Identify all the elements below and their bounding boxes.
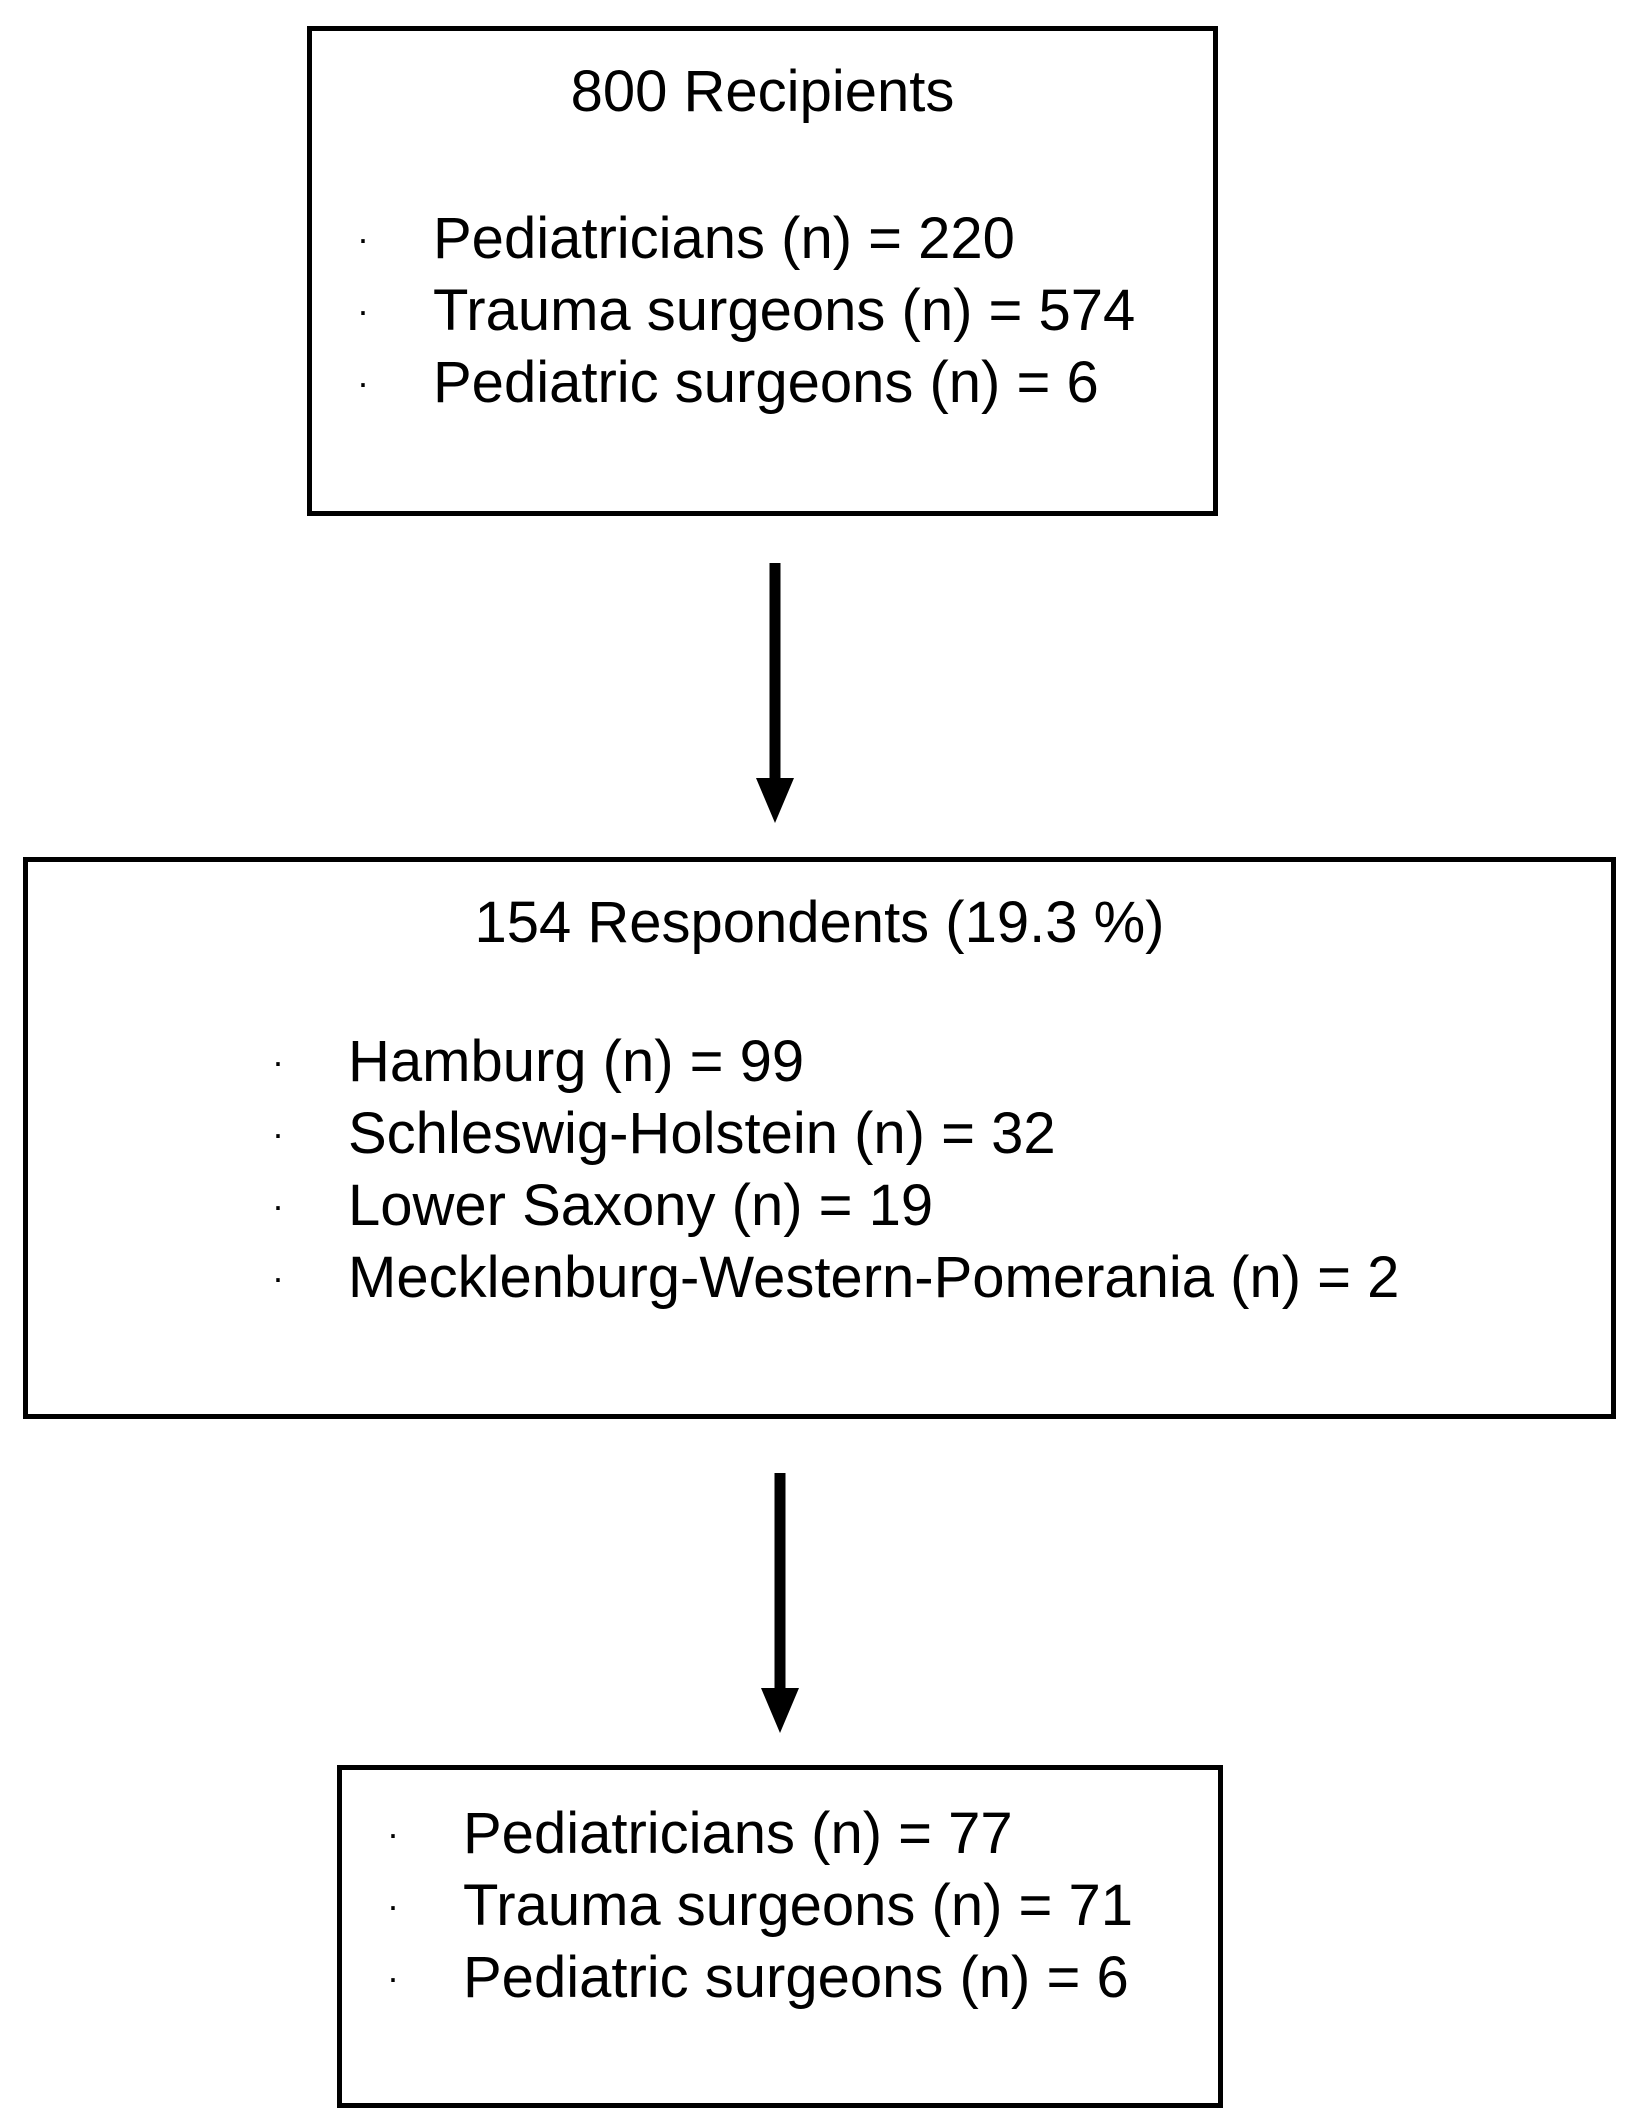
down-arrow-icon [761,1473,799,1733]
respondents-title: 154 Respondents (19.3 %) [474,890,1165,955]
list-item-text: Pediatric surgeons (n) = 6 [433,350,1099,415]
bullet-icon: · [387,1885,399,1926]
list-item-text: Pediatricians (n) = 77 [463,1801,1013,1866]
bullet-icon: · [387,1957,399,1998]
bullet-icon: · [272,1185,284,1226]
bullet-icon: · [272,1257,284,1298]
bullet-icon: · [272,1041,284,1082]
list-item-text: Trauma surgeons (n) = 574 [433,278,1136,343]
down-arrow-icon [756,563,794,823]
list-item-text: Mecklenburg-Western-Pomerania (n) = 2 [348,1245,1400,1310]
bullet-icon: · [387,1813,399,1854]
respondents-box: 154 Respondents (19.3 %) · Hamburg (n) =… [23,857,1616,1419]
list-item-text: Trauma surgeons (n) = 71 [463,1873,1134,1938]
list-item-text: Hamburg (n) = 99 [348,1029,805,1094]
bullet-icon: · [357,218,369,259]
recipients-title: 800 Recipients [570,59,955,124]
list-item-text: Pediatricians (n) = 220 [433,206,1015,271]
list-item-text: Schleswig-Holstein (n) = 32 [348,1101,1056,1166]
bullet-icon: · [357,290,369,331]
list-item-text: Lower Saxony (n) = 19 [348,1173,934,1238]
recipients-box: 800 Recipients · Pediatricians (n) = 220… [307,26,1218,516]
list-item-text: Pediatric surgeons (n) = 6 [463,1945,1129,2010]
bullet-icon: · [357,362,369,403]
specialty-breakdown-box: · Pediatricians (n) = 77 · Trauma surgeo… [337,1765,1223,2108]
bullet-icon: · [272,1113,284,1154]
